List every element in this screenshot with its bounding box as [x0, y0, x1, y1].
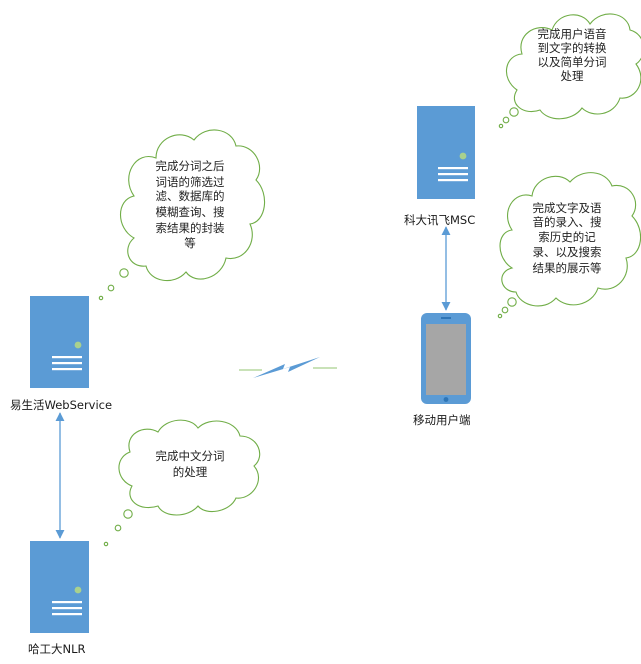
mobile-note-line-3: 索历史的记 [538, 230, 596, 244]
msc-note-line-2: 到文字的转换 [538, 41, 607, 55]
mobile-note-line-2: 音的录入、搜 [533, 215, 602, 229]
webservice-server-icon [30, 296, 89, 388]
webservice-note-line-6: 等 [184, 236, 196, 250]
nlr-note-cloud: 完成中文分词 的处理 [103, 419, 261, 547]
mobile-note-line-4: 录、以及搜索 [533, 245, 602, 259]
mobile-label: 移动用户端 [413, 413, 471, 427]
webservice-label: 易生活WebService [10, 398, 112, 412]
lightning-link-icon [239, 357, 337, 378]
msc-note-cloud: 完成用户语音 到文字的转换 以及简单分词 处理 [498, 13, 641, 129]
msc-label: 科大讯飞MSC [404, 213, 475, 227]
webservice-note-line-3: 滤、数据库的 [156, 189, 225, 203]
webservice-note-line-2: 词语的筛选过 [156, 175, 225, 189]
webservice-note-line-1: 完成分词之后 [156, 159, 225, 173]
nlr-server-icon [30, 541, 89, 633]
webservice-note-cloud: 完成分词之后 词语的筛选过 滤、数据库的 模糊查询、搜 索结果的封装 等 [98, 129, 266, 301]
msc-server-icon [417, 106, 475, 199]
nlr-note-line-2: 的处理 [173, 465, 208, 479]
webservice-note-line-4: 模糊查询、搜 [156, 205, 225, 219]
mobile-note-line-1: 完成文字及语 [533, 201, 602, 215]
mobile-note-line-5: 结果的展示等 [533, 261, 602, 275]
webservice-note-line-5: 索结果的封装 [156, 221, 225, 235]
msc-note-line-1: 完成用户语音 [538, 27, 607, 41]
nlr-note-line-1: 完成中文分词 [156, 449, 225, 463]
mobile-note-cloud: 完成文字及语 音的录入、搜 索历史的记 录、以及搜索 结果的展示等 [497, 172, 641, 319]
nlr-label: 哈工大NLR [28, 642, 86, 656]
msc-note-line-3: 以及简单分词 [538, 55, 607, 69]
msc-note-line-4: 处理 [561, 69, 584, 83]
mobile-phone-icon [421, 313, 471, 404]
